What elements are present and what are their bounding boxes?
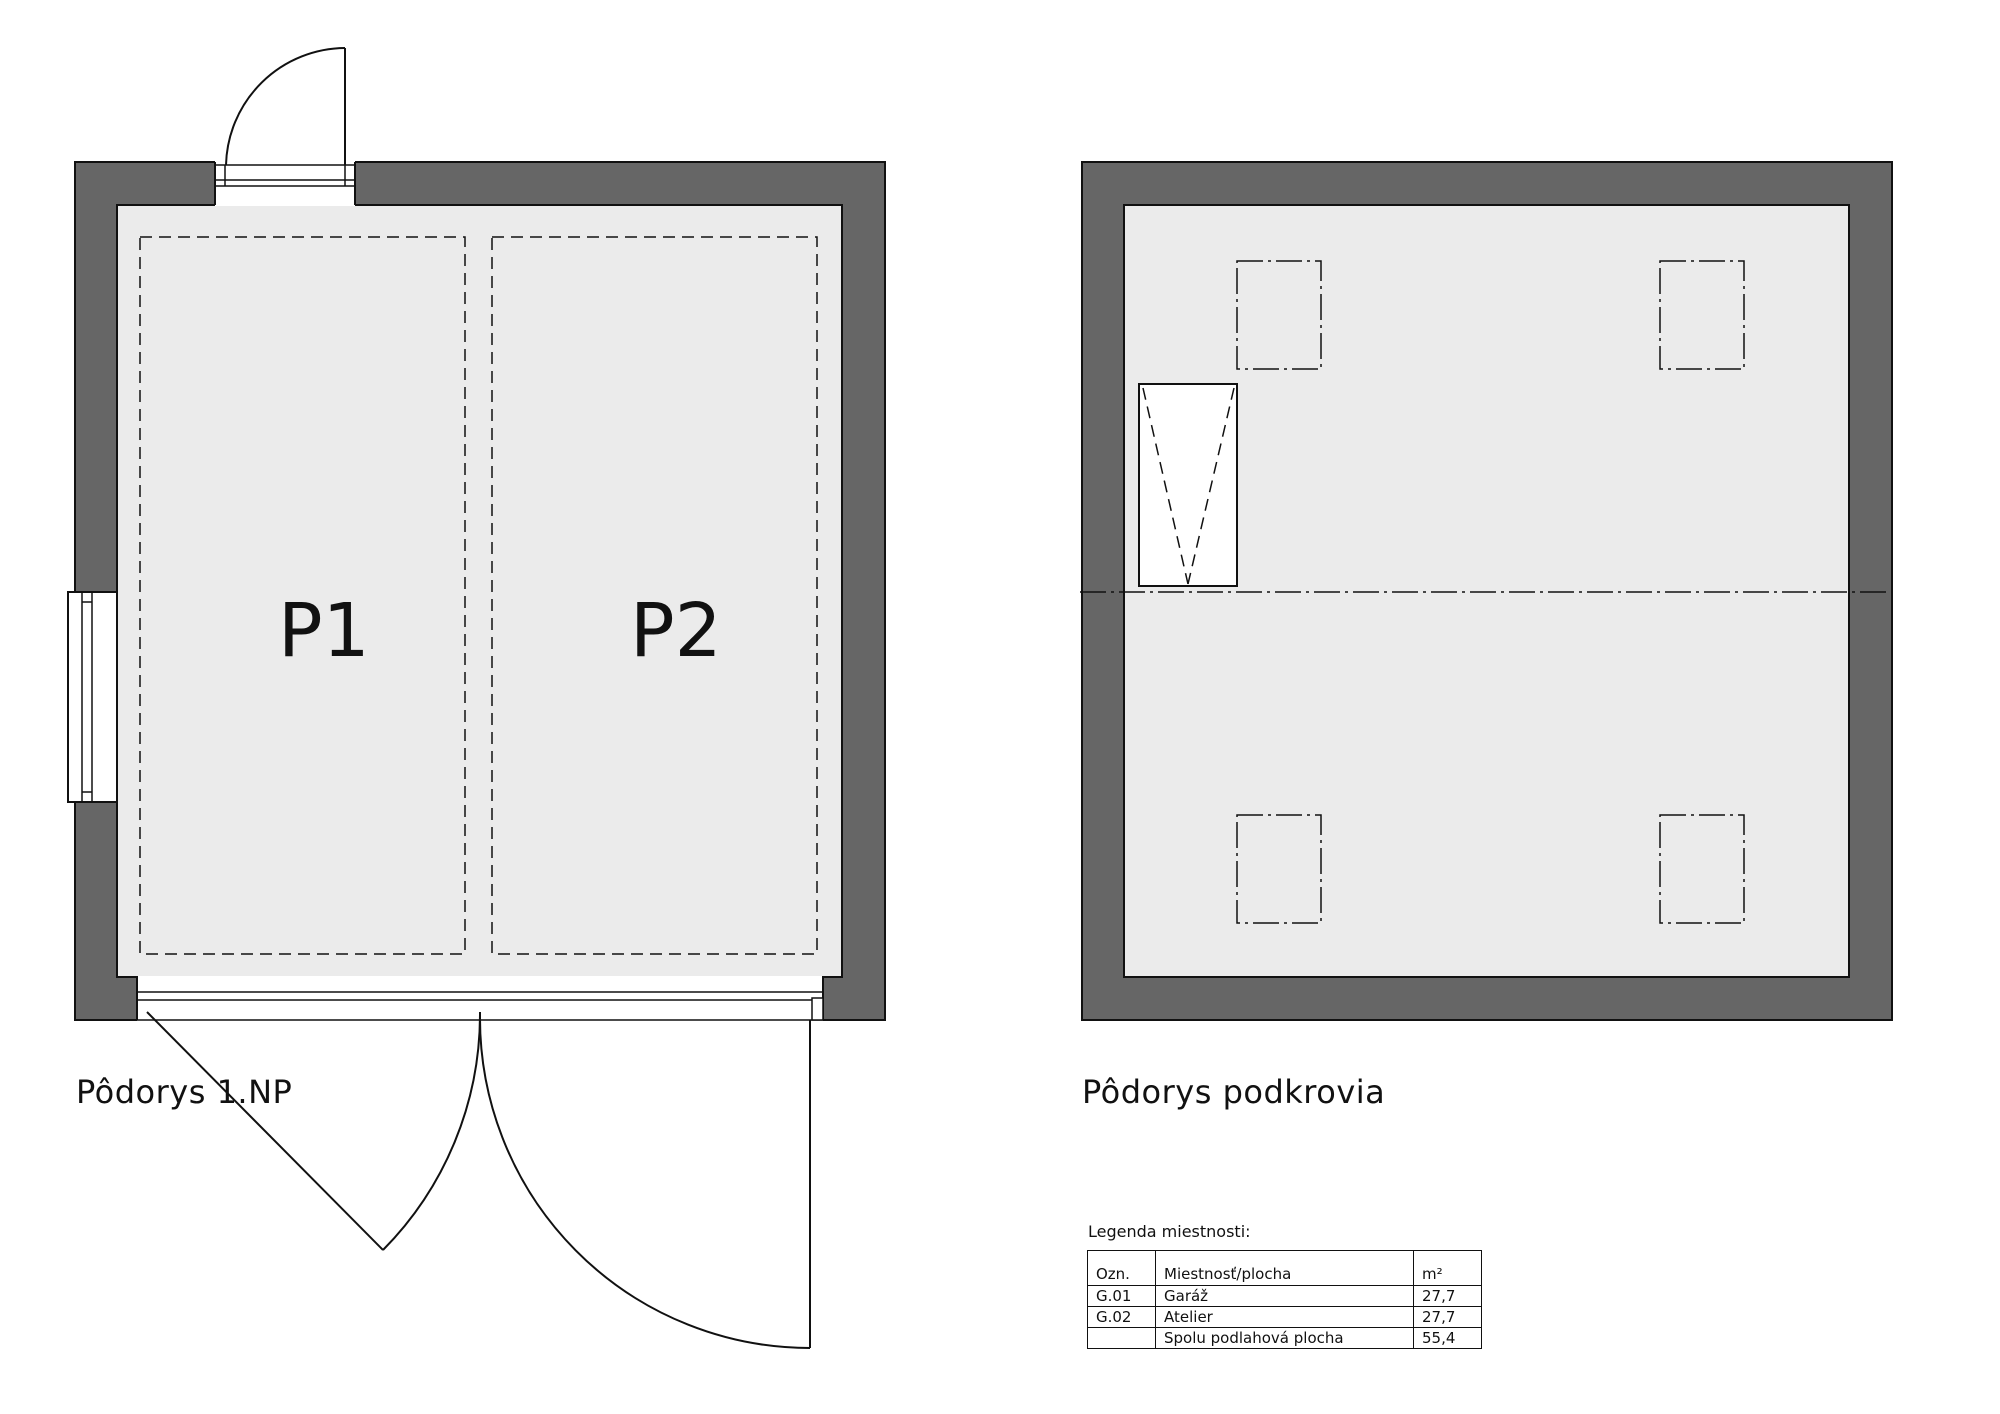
top-door-swing <box>225 47 346 166</box>
attic-caption: Pôdorys podkrovia <box>1082 1073 1386 1111</box>
legend-room: Spolu podlahová plocha <box>1155 1327 1414 1349</box>
legend-room: Atelier <box>1155 1306 1414 1328</box>
legend-area: 27,7 <box>1413 1285 1482 1307</box>
legend-code <box>1087 1327 1156 1349</box>
legend-header-area: m² <box>1413 1250 1482 1286</box>
garage-door-leaf-left <box>146 1011 384 1251</box>
legend-code: G.02 <box>1087 1306 1156 1328</box>
legend-header-room: Miestnosť/plocha <box>1155 1250 1414 1286</box>
garage-door-swing-right <box>478 1014 811 1349</box>
legend-header-code: Ozn. <box>1087 1250 1156 1286</box>
ground-floor-plan <box>67 47 886 1349</box>
legend-row: G.01 Garáž 27,7 <box>1087 1285 1482 1307</box>
room-label-p1: P1 <box>278 588 370 674</box>
attic-plan <box>1080 161 1893 1021</box>
parking-bay-p2 <box>491 236 818 955</box>
roof-window <box>1236 260 1322 370</box>
legend-header-row: Ozn. Miestnosť/plocha m² <box>1087 1250 1482 1286</box>
legend-total-row: Spolu podlahová plocha 55,4 <box>1087 1327 1482 1349</box>
room-legend-table: Ozn. Miestnosť/plocha m² G.01 Garáž 27,7… <box>1087 1250 1482 1349</box>
legend-row: G.02 Atelier 27,7 <box>1087 1306 1482 1328</box>
attic-floor-area <box>1123 204 1850 978</box>
roof-window <box>1659 260 1745 370</box>
room-label-p2: P2 <box>630 588 722 674</box>
legend-title: Legenda miestnosti: <box>1088 1222 1251 1241</box>
legend-area: 55,4 <box>1413 1327 1482 1349</box>
legend-code: G.01 <box>1087 1285 1156 1307</box>
roof-window <box>1236 814 1322 924</box>
attic-ladder-opening <box>1138 383 1238 587</box>
ground-floor-area <box>116 204 843 978</box>
garage-door-swing-left <box>382 1014 481 1251</box>
top-door-opening <box>215 161 355 206</box>
ground-floor-caption: Pôdorys 1.NP <box>76 1073 293 1111</box>
parking-bay-p1 <box>139 236 466 955</box>
roof-window <box>1659 814 1745 924</box>
legend-area: 27,7 <box>1413 1306 1482 1328</box>
legend-room: Garáž <box>1155 1285 1414 1307</box>
